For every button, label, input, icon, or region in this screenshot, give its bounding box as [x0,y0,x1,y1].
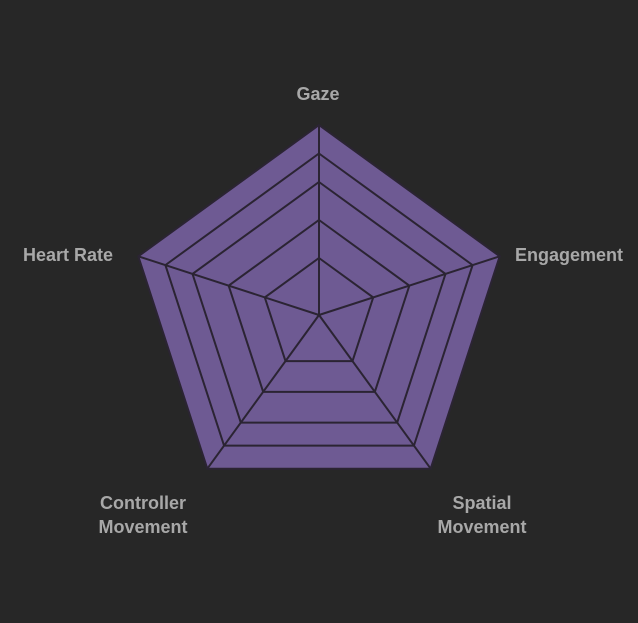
grid-ring-4 [137,123,501,470]
grid-spoke-1 [318,255,501,316]
axis-label-3-line-1: Movement [98,517,187,537]
axis-label-3-line-0: Controller [100,493,186,513]
grid-ring-1 [227,218,411,393]
axis-label-0-line-0: Gaze [296,84,339,104]
axis-label-2-line-0: Spatial [452,493,511,513]
axis-label-0: Gaze [296,84,339,104]
grid-spoke-4 [137,255,320,316]
grid-spoke-2 [318,314,432,470]
grid-ring-2 [191,180,447,424]
axis-label-4-line-0: Heart Rate [23,245,113,265]
grid-ring-3 [164,152,474,447]
grid-spokes [137,125,501,470]
axis-label-2-line-1: Movement [437,517,526,537]
axis-label-1-line-0: Engagement [515,245,623,265]
grid-spoke-3 [206,314,320,470]
grid-ring-0 [263,256,375,363]
axis-label-4: Heart Rate [23,245,113,265]
grid-rings [137,123,501,470]
axis-label-1: Engagement [515,245,623,265]
